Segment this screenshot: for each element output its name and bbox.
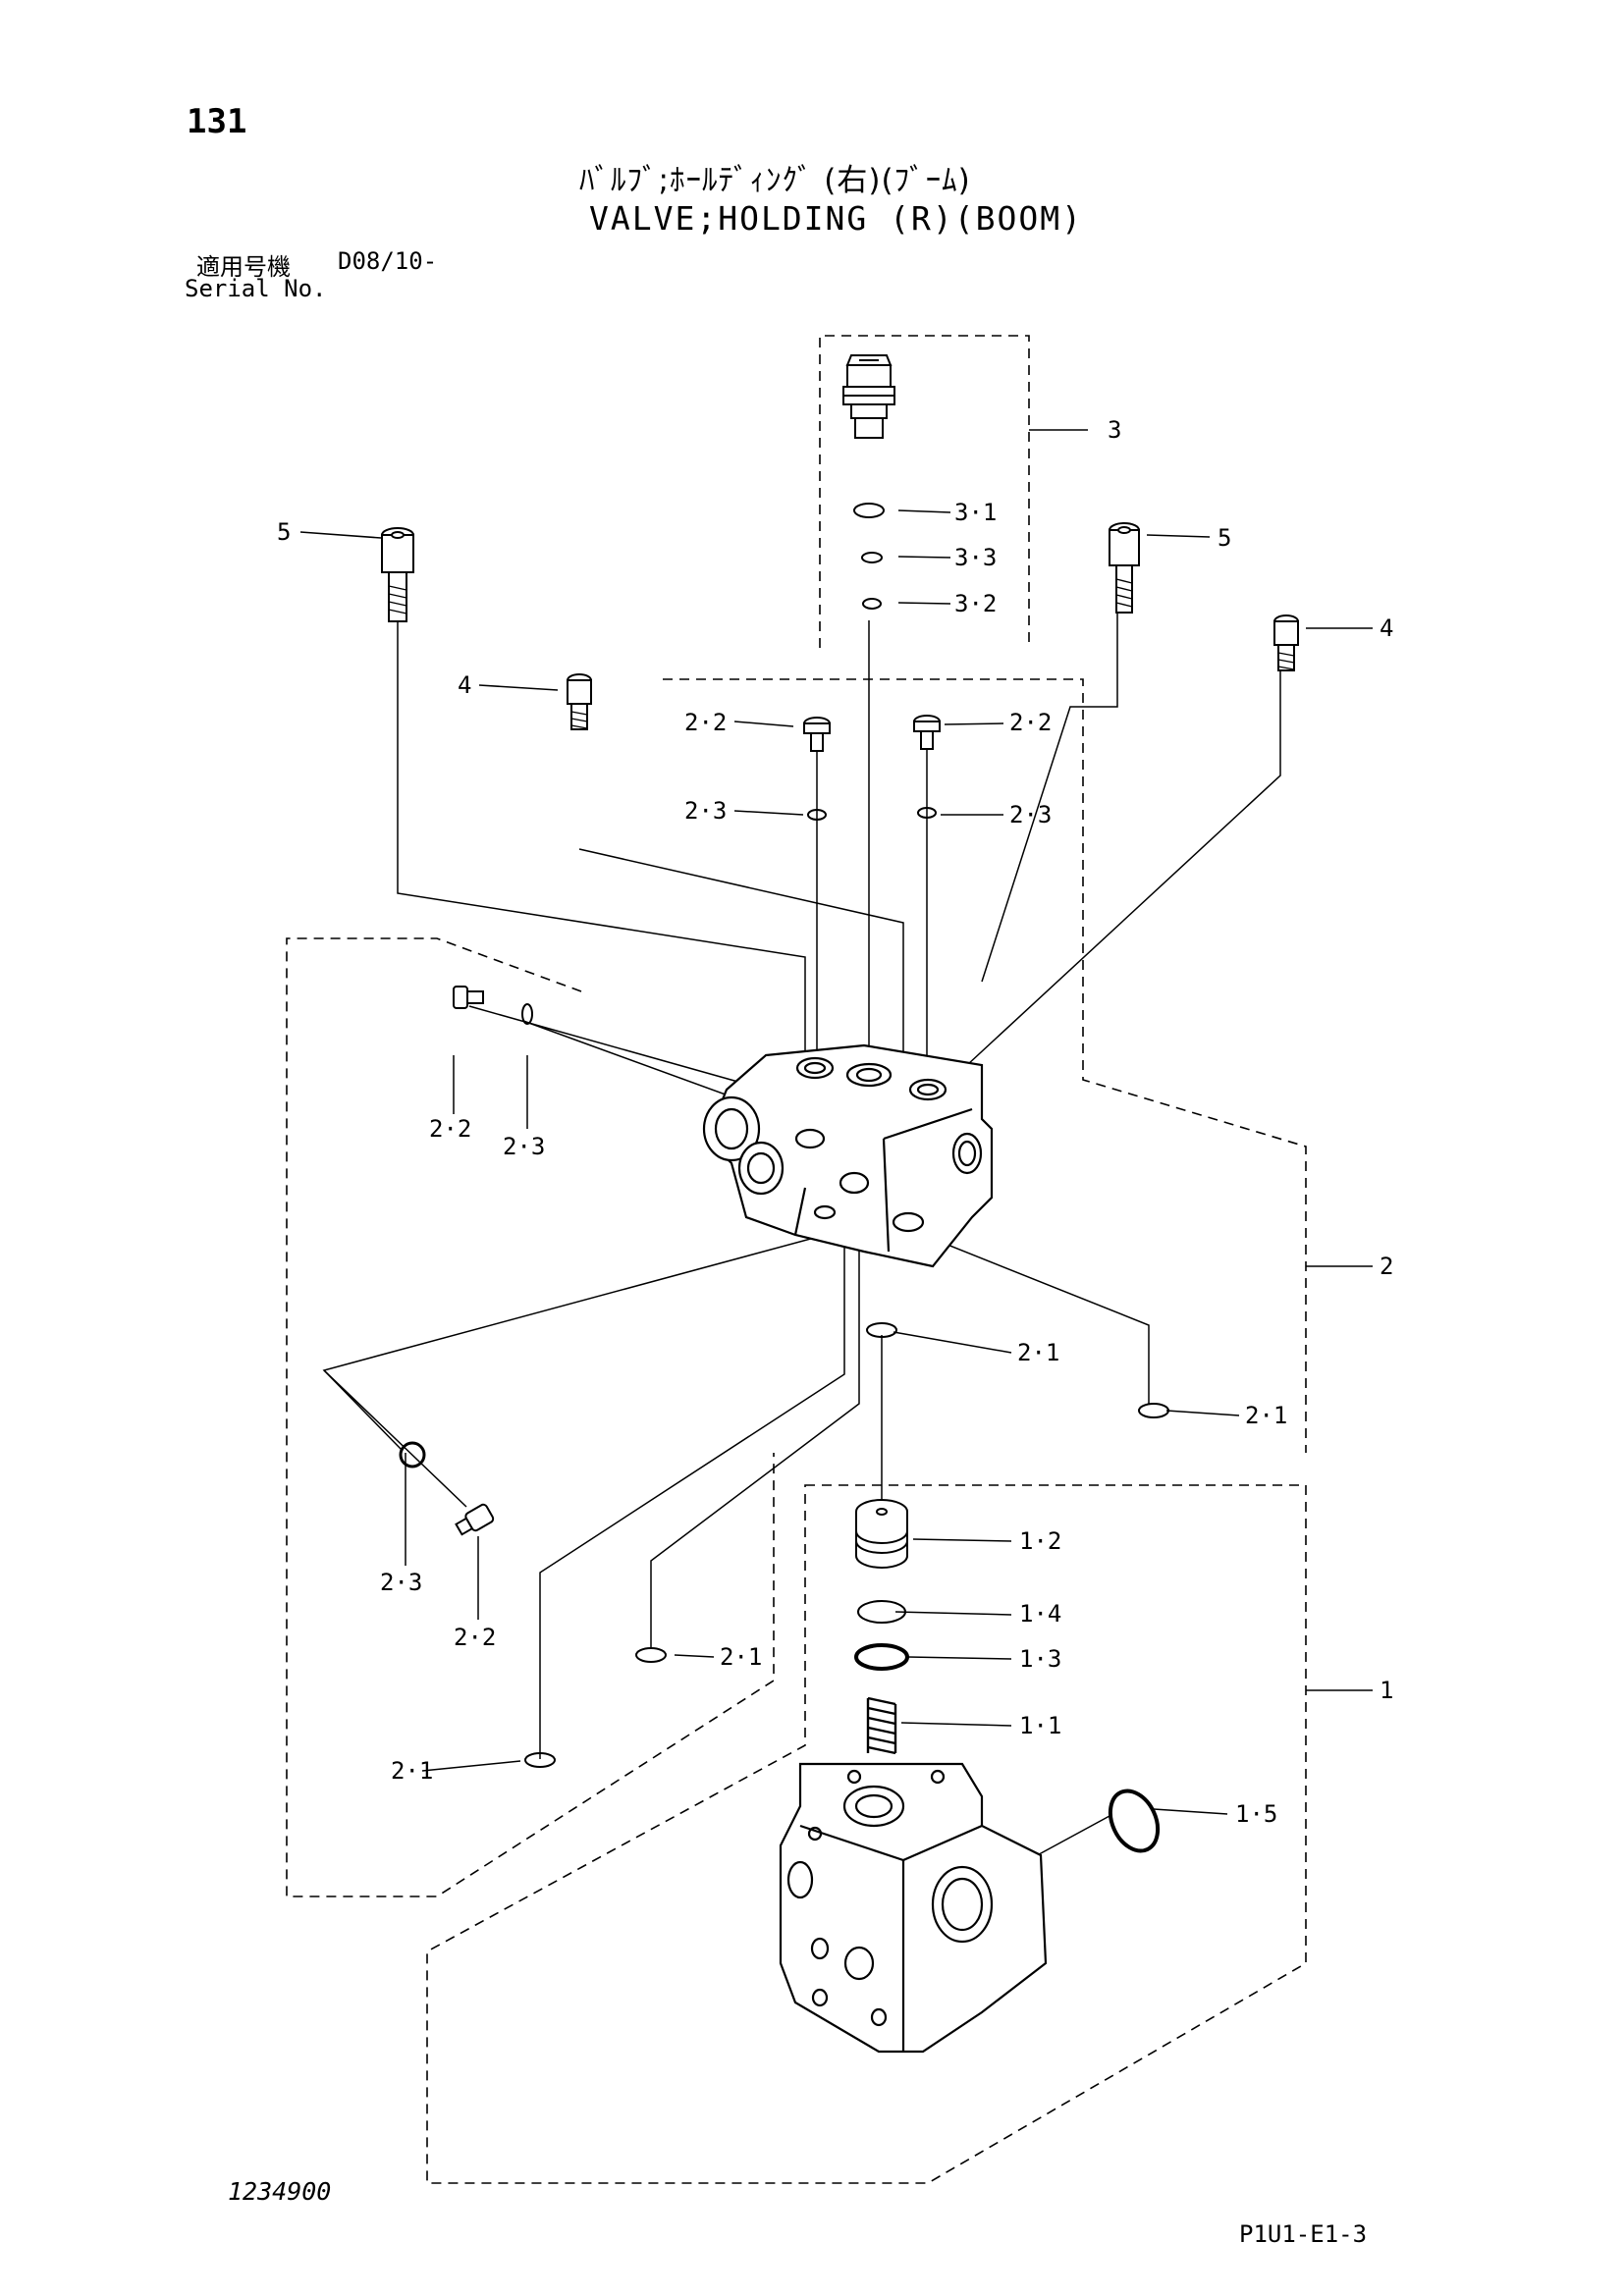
callout-1-1: 1·1 bbox=[1019, 1712, 1061, 1739]
bolt-4-right bbox=[1273, 614, 1299, 671]
callout-2: 2 bbox=[1380, 1253, 1393, 1280]
applicable-model-label: 適用号機 bbox=[196, 253, 291, 281]
plug-2-2-b bbox=[913, 715, 941, 750]
callout-2-3-a: 2·3 bbox=[684, 797, 727, 825]
bolt-5-left bbox=[381, 527, 414, 622]
part-2-valve-body bbox=[702, 1043, 994, 1268]
callout-2-1-a: 2·1 bbox=[1017, 1339, 1059, 1366]
orings-2-1 bbox=[524, 1322, 1169, 1768]
callout-4-left: 4 bbox=[458, 671, 471, 699]
part-1-4-ring bbox=[857, 1600, 906, 1624]
oring-2-3-side bbox=[521, 1003, 533, 1025]
callout-4-right: 4 bbox=[1380, 614, 1393, 642]
oring-2-3-low bbox=[399, 1441, 426, 1468]
callout-2-1-d: 2·1 bbox=[391, 1757, 433, 1785]
callout-2-2-low: 2·2 bbox=[454, 1624, 496, 1651]
page-number: 131 bbox=[187, 102, 247, 141]
title-english: VALVE;HOLDING (R)(BOOM) bbox=[589, 199, 1083, 238]
callout-2-2-a: 2·2 bbox=[684, 709, 727, 736]
reference-number: 1234900 bbox=[228, 2177, 332, 2206]
callout-3-3: 3·3 bbox=[954, 544, 997, 571]
callout-2-3-b: 2·3 bbox=[1009, 801, 1052, 828]
callout-2-2-b: 2·2 bbox=[1009, 709, 1052, 736]
plug-2-2-low bbox=[455, 1503, 495, 1536]
part-1-3-oring bbox=[854, 1643, 909, 1671]
callout-3-2: 3·2 bbox=[954, 590, 997, 617]
callout-2-1-b: 2·1 bbox=[1245, 1402, 1287, 1429]
group-2-boundary bbox=[663, 678, 1307, 1453]
group-boundaries bbox=[286, 335, 1307, 2184]
callout-5-right: 5 bbox=[1218, 524, 1231, 552]
bolt-4-left bbox=[567, 673, 592, 730]
title-japanese: ﾊﾞﾙﾌﾞ;ﾎｰﾙﾃﾞｨﾝｸﾞ (右)(ﾌﾞｰﾑ) bbox=[579, 163, 971, 198]
sheet-code: P1U1-E1-3 bbox=[1239, 2220, 1368, 2248]
plug-2-2-a bbox=[803, 717, 831, 752]
callout-1-2: 1·2 bbox=[1019, 1527, 1061, 1555]
part-3-cartridge bbox=[842, 354, 895, 439]
part-1-housing bbox=[779, 1762, 1048, 2054]
callout-2-1-c: 2·1 bbox=[720, 1643, 762, 1671]
group-3-boundary bbox=[819, 335, 1030, 648]
callout-2-3-side: 2·3 bbox=[503, 1133, 545, 1160]
part-1-2-piston bbox=[855, 1499, 908, 1569]
callout-2-3-low: 2·3 bbox=[380, 1569, 422, 1596]
bolt-5-right bbox=[1109, 522, 1140, 614]
callout-leaders bbox=[299, 429, 1373, 1815]
callout-3-1: 3·1 bbox=[954, 499, 997, 526]
callout-1-4: 1·4 bbox=[1019, 1600, 1061, 1628]
callout-labels: 3 3·1 3·3 3·2 5 5 4 4 2·2 2·2 2·3 2·3 2·… bbox=[277, 416, 1393, 1828]
plug-2-2-side bbox=[453, 986, 484, 1009]
callout-1: 1 bbox=[1380, 1677, 1393, 1704]
callout-1-5: 1·5 bbox=[1235, 1800, 1277, 1828]
part-1-1-spring bbox=[866, 1696, 897, 1755]
group-left-boundary bbox=[286, 937, 775, 1897]
callout-5-left: 5 bbox=[277, 518, 291, 546]
callout-2-2-side: 2·2 bbox=[429, 1115, 471, 1143]
part-1-5-oring bbox=[1108, 1789, 1161, 1853]
callout-3: 3 bbox=[1108, 416, 1121, 444]
serial-number-label: Serial No. bbox=[185, 275, 327, 302]
orings-2-3-top bbox=[807, 807, 937, 821]
part-3-orings bbox=[853, 503, 885, 610]
callout-1-3: 1·3 bbox=[1019, 1645, 1061, 1673]
applicable-model-value: D08/10- bbox=[338, 247, 438, 275]
group-1-boundary bbox=[426, 1484, 1307, 2184]
